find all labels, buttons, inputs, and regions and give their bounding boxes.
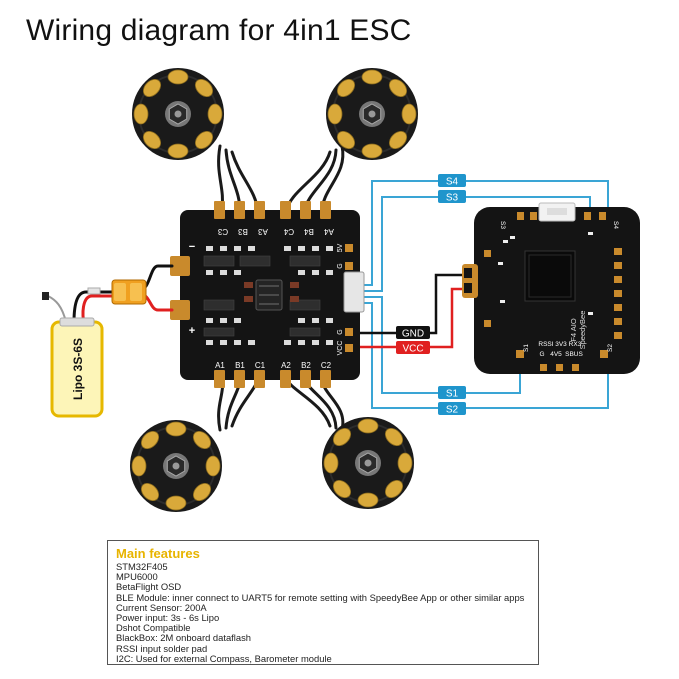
feature-item: BlackBox: 2M onboard dataflash (116, 632, 251, 644)
chip-icon (524, 250, 576, 302)
pad-label: A3 (258, 227, 268, 236)
svg-text:GND: GND (402, 329, 424, 340)
motor-icon (129, 419, 223, 513)
pad-label: B2 (301, 361, 311, 370)
main-features-box: Main features STM32F405 MPU6000 BetaFlig… (107, 540, 539, 665)
pad-label: C3 (217, 227, 228, 236)
pad-label: C4 (283, 227, 294, 236)
features-list: STM32F405 MPU6000 BetaFlight OSD BLE Mod… (116, 561, 530, 664)
flight-controller-board (462, 202, 640, 374)
pad-label: A2 (281, 361, 291, 370)
feature-item: Current Sensor: 200A (116, 601, 207, 613)
features-title: Main features (116, 546, 200, 561)
pad-label: A1 (215, 361, 225, 370)
fc-brand: SpeedyBee (578, 311, 587, 350)
xt60-connector-icon (111, 279, 147, 305)
fc-pad-label: SBUS (565, 351, 583, 358)
battery-label: Lipo 3S-6S (71, 338, 85, 400)
feature-item: MPU6000 (116, 571, 158, 583)
wire-tag-gnd: GND (396, 326, 430, 340)
svg-text:S1: S1 (446, 389, 459, 400)
motor-icon (325, 67, 419, 161)
feature-item: Power input: 3s - 6s Lipo (116, 612, 220, 624)
battery-wires (47, 264, 174, 324)
feature-item: I2C: Used for external Compass, Baromete… (116, 652, 332, 664)
motor-icon (321, 416, 415, 510)
fc-pad-label: S1 (523, 344, 530, 352)
svg-text:S2: S2 (446, 405, 459, 416)
feature-item: Dshot Compatible (116, 622, 191, 634)
battery-fuse-tube (87, 287, 101, 295)
feature-item: STM32F405 (116, 561, 168, 572)
motor-icon (131, 67, 225, 161)
feature-item: RSSI input solder pad (116, 642, 208, 654)
svg-text:S3: S3 (446, 193, 459, 204)
signal-wires (362, 180, 609, 409)
pad-label: B1 (235, 361, 245, 370)
pad-label: C1 (255, 361, 266, 370)
fc-pad-label: 3V3 (555, 341, 567, 348)
esc-board (170, 201, 365, 388)
pad-label: B4 (304, 227, 314, 236)
fc-pad-label: RX3 (569, 341, 582, 348)
lipo-battery: Lipo 3S-6S (50, 317, 104, 418)
feature-item: BetaFlight OSD (116, 581, 182, 593)
esc-plus-mark: + (189, 325, 195, 337)
esc-side-labels: 5V G G VCC (337, 243, 344, 355)
fc-pad-label: G (539, 351, 544, 358)
fc-pad-label: S2 (607, 344, 614, 352)
balance-plug (42, 292, 49, 300)
fc-model: F4 AIO (569, 318, 578, 342)
esc-bottom-pad-labels: A1 B1 C1 A2 B2 C2 (215, 361, 332, 370)
wire-tag-s4: S4 (438, 174, 466, 188)
side-label: VCC (337, 341, 344, 356)
fc-pad-label: S3 (499, 221, 506, 229)
wire-tag-vcc: VCC (396, 341, 430, 355)
wire-tag-s3: S3 (438, 190, 466, 204)
esc-minus-mark: − (189, 241, 195, 253)
fc-pad-labels: S4 S3 S1 S2 G 4V5 SBUS RSSI 3V3 RX3 (499, 221, 619, 358)
fc-pad-label: 4V5 (550, 351, 562, 358)
wire-tag-s2: S2 (438, 402, 466, 416)
diagram-title: Wiring diagram for 4in1 ESC (26, 14, 412, 47)
side-label: G (337, 263, 344, 268)
fc-pad-label: S4 (612, 221, 619, 229)
pad-label: A4 (324, 227, 334, 236)
side-label: G (337, 329, 344, 334)
wiring-diagram: C3 B3 A3 C4 B4 A4 A1 B1 C1 A2 B2 C2 5V G… (42, 67, 640, 513)
side-label: 5V (337, 243, 344, 252)
usb-port-icon (538, 202, 576, 222)
svg-text:S4: S4 (446, 177, 459, 188)
fc-pad-label: RSSI (538, 341, 553, 348)
svg-text:VCC: VCC (402, 344, 423, 355)
pad-label: C2 (321, 361, 332, 370)
esc-top-pad-labels: C3 B3 A3 C4 B4 A4 (217, 227, 334, 236)
wire-tag-s1: S1 (438, 386, 466, 400)
feature-item: BLE Module: inner connect to UART5 for r… (116, 591, 525, 603)
pad-label: B3 (238, 227, 248, 236)
